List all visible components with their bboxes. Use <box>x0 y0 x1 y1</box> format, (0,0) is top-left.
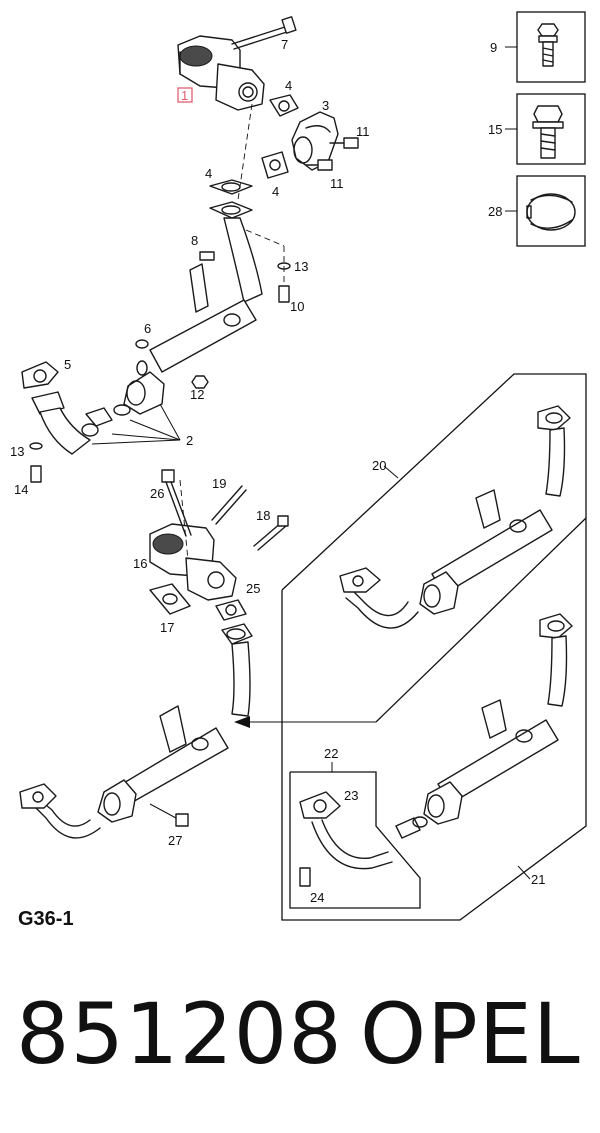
screw-10: 10 <box>278 285 304 314</box>
egr-valve-1: 1 <box>177 35 265 111</box>
pipe-3: 3 <box>291 98 339 171</box>
gasket-17: 17 <box>149 583 191 635</box>
callout-23: 23 <box>344 788 358 803</box>
bolt-26: 26 <box>150 469 192 537</box>
kit-box-22: 22 23 24 <box>289 746 421 909</box>
arrow-left-icon <box>234 716 250 728</box>
lower-egr-cooler <box>19 623 253 839</box>
screw-11b: 11 <box>305 159 344 191</box>
callout-28: 28 <box>488 204 502 219</box>
callout-25: 25 <box>246 581 260 596</box>
gasket-25: 25 <box>215 581 260 621</box>
bolt-18: 18 <box>253 508 289 551</box>
hardware-box-15: 15 <box>488 93 586 165</box>
callout-4b: 4 <box>272 184 279 199</box>
callout-10: 10 <box>290 299 304 314</box>
cooler-variant-20 <box>339 405 571 629</box>
washer-6: 6 <box>135 321 151 349</box>
gasket-4-left: 4 <box>205 166 253 195</box>
callout-2: 2 <box>186 433 193 448</box>
callout-18: 18 <box>256 508 270 523</box>
callout-11a: 11 <box>356 124 370 139</box>
screw-14: 14 <box>14 465 42 497</box>
callout-14: 14 <box>14 482 28 497</box>
flange-5: 5 <box>21 357 71 389</box>
callout-9: 9 <box>490 40 497 55</box>
callout-4a: 4 <box>285 78 292 93</box>
diagram-code: G36-1 <box>18 908 74 930</box>
hardware-box-9: 9 <box>490 11 586 83</box>
callout-24: 24 <box>310 890 324 905</box>
callout-27: 27 <box>168 833 182 848</box>
stud-19: 19 <box>211 476 247 525</box>
callout-21: 21 <box>531 872 545 887</box>
clamp-28-icon <box>526 193 576 231</box>
parts-diagram: 9 15 28 1 <box>10 11 587 921</box>
callout-13a: 13 <box>294 259 308 274</box>
callout-16: 16 <box>133 556 147 571</box>
brand-name: OPEL <box>360 985 581 1083</box>
callout-1: 1 <box>181 88 188 103</box>
gasket-4-upper: 4 <box>269 78 299 117</box>
nut-12: 12 <box>190 375 209 402</box>
callout-17: 17 <box>160 620 174 635</box>
highlight-box <box>177 87 193 103</box>
callout-19: 19 <box>212 476 226 491</box>
part-number: 851208 <box>16 985 343 1083</box>
callout-13b: 13 <box>10 444 24 459</box>
screw-27: 27 <box>149 803 189 848</box>
bolt-7: 7 <box>231 16 297 52</box>
callout-22: 22 <box>324 746 338 761</box>
callout-8: 8 <box>191 233 198 248</box>
washer-13-upper: 13 <box>277 259 308 274</box>
cooler-variant-21 <box>395 613 573 839</box>
bolt-9-icon <box>537 23 559 67</box>
screw-11a: 11 <box>329 124 370 149</box>
pipe-lower-left <box>31 391 131 455</box>
leaders-2: 2 <box>91 403 193 448</box>
callout-6: 6 <box>144 321 151 336</box>
washer-13-lower: 13 <box>10 442 43 459</box>
variant-outline: 20 21 <box>281 373 587 921</box>
bolt-15-icon <box>532 105 564 159</box>
callout-5: 5 <box>64 357 71 372</box>
callout-7: 7 <box>281 37 288 52</box>
callout-15: 15 <box>488 122 502 137</box>
callout-12: 12 <box>190 387 204 402</box>
upper-egr-cooler: 8 <box>123 201 263 415</box>
callout-11b: 11 <box>330 176 344 191</box>
callout-3: 3 <box>322 98 329 113</box>
callout-20: 20 <box>372 458 386 473</box>
hardware-box-28: 28 <box>488 175 586 247</box>
egr-valve-16: 16 <box>133 523 237 601</box>
callout-4c: 4 <box>205 166 212 181</box>
gasket-4-mid: 4 <box>261 151 289 199</box>
callout-26: 26 <box>150 486 164 501</box>
